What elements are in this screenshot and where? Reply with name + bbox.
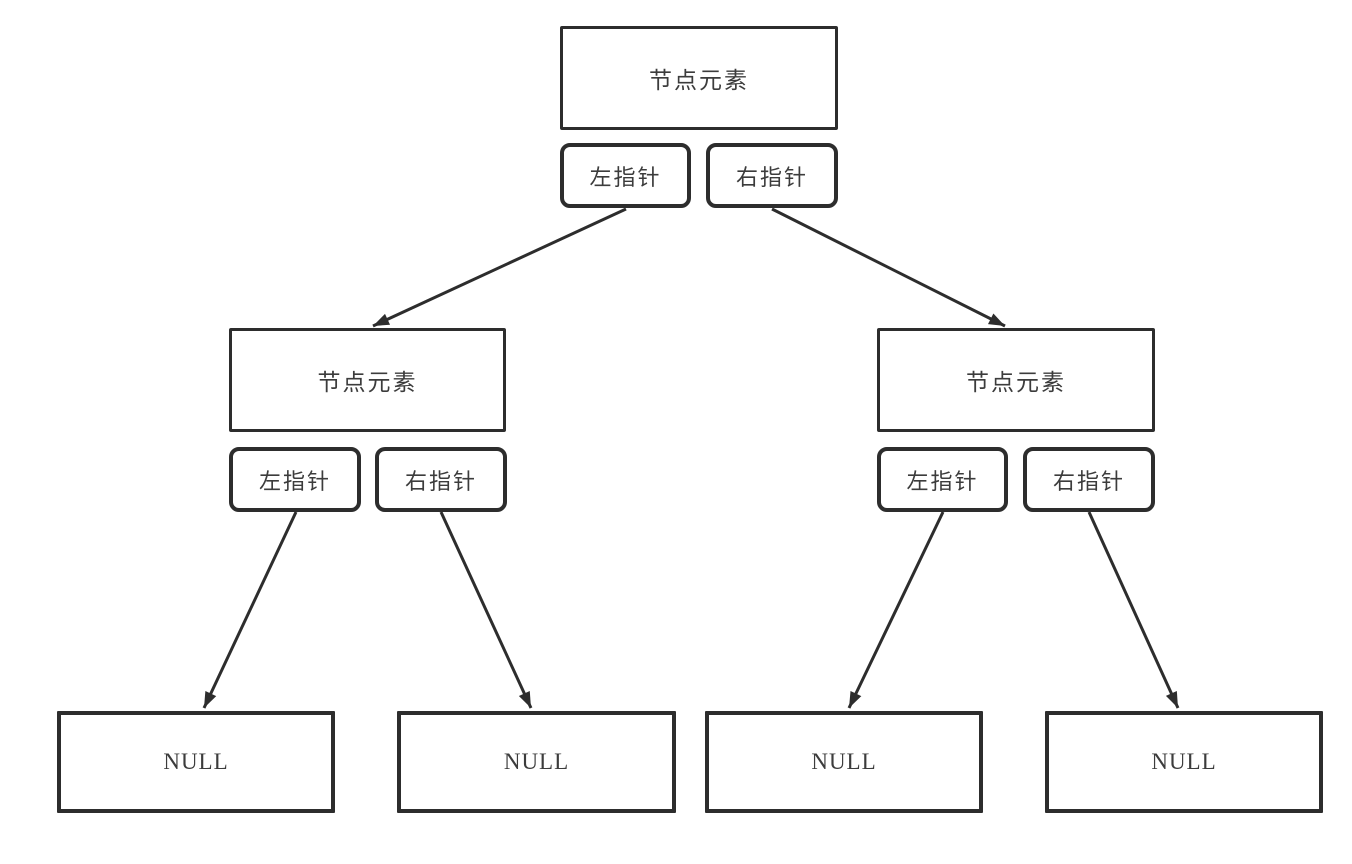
left-child-right-pointer-box: 右指针 bbox=[375, 447, 507, 512]
arrow-rightchild-right-to-null4 bbox=[1087, 511, 1180, 709]
root-left-pointer-box: 左指针 bbox=[560, 143, 691, 208]
right-child-left-pointer-box: 左指针 bbox=[877, 447, 1008, 512]
arrow-leftchild-left-to-null1 bbox=[202, 511, 298, 709]
right-child-right-pointer-box: 右指针 bbox=[1023, 447, 1155, 512]
left-child-left-pointer-box: 左指针 bbox=[229, 447, 361, 512]
null-leaf-box-1: NULL bbox=[57, 711, 335, 813]
null-leaf-box-4: NULL bbox=[1045, 711, 1323, 813]
root-node-element-box: 节点元素 bbox=[560, 26, 838, 130]
arrow-root-left-to-left-child bbox=[372, 207, 627, 328]
arrow-leftchild-right-to-null2 bbox=[439, 511, 533, 709]
right-child-node-element-box: 节点元素 bbox=[877, 328, 1155, 432]
null-leaf-box-2: NULL bbox=[397, 711, 676, 813]
arrow-rightchild-left-to-null3 bbox=[847, 511, 945, 709]
root-right-pointer-box: 右指针 bbox=[706, 143, 838, 208]
left-child-node-element-box: 节点元素 bbox=[229, 328, 506, 432]
arrow-root-right-to-right-child bbox=[771, 207, 1006, 328]
null-leaf-box-3: NULL bbox=[705, 711, 983, 813]
